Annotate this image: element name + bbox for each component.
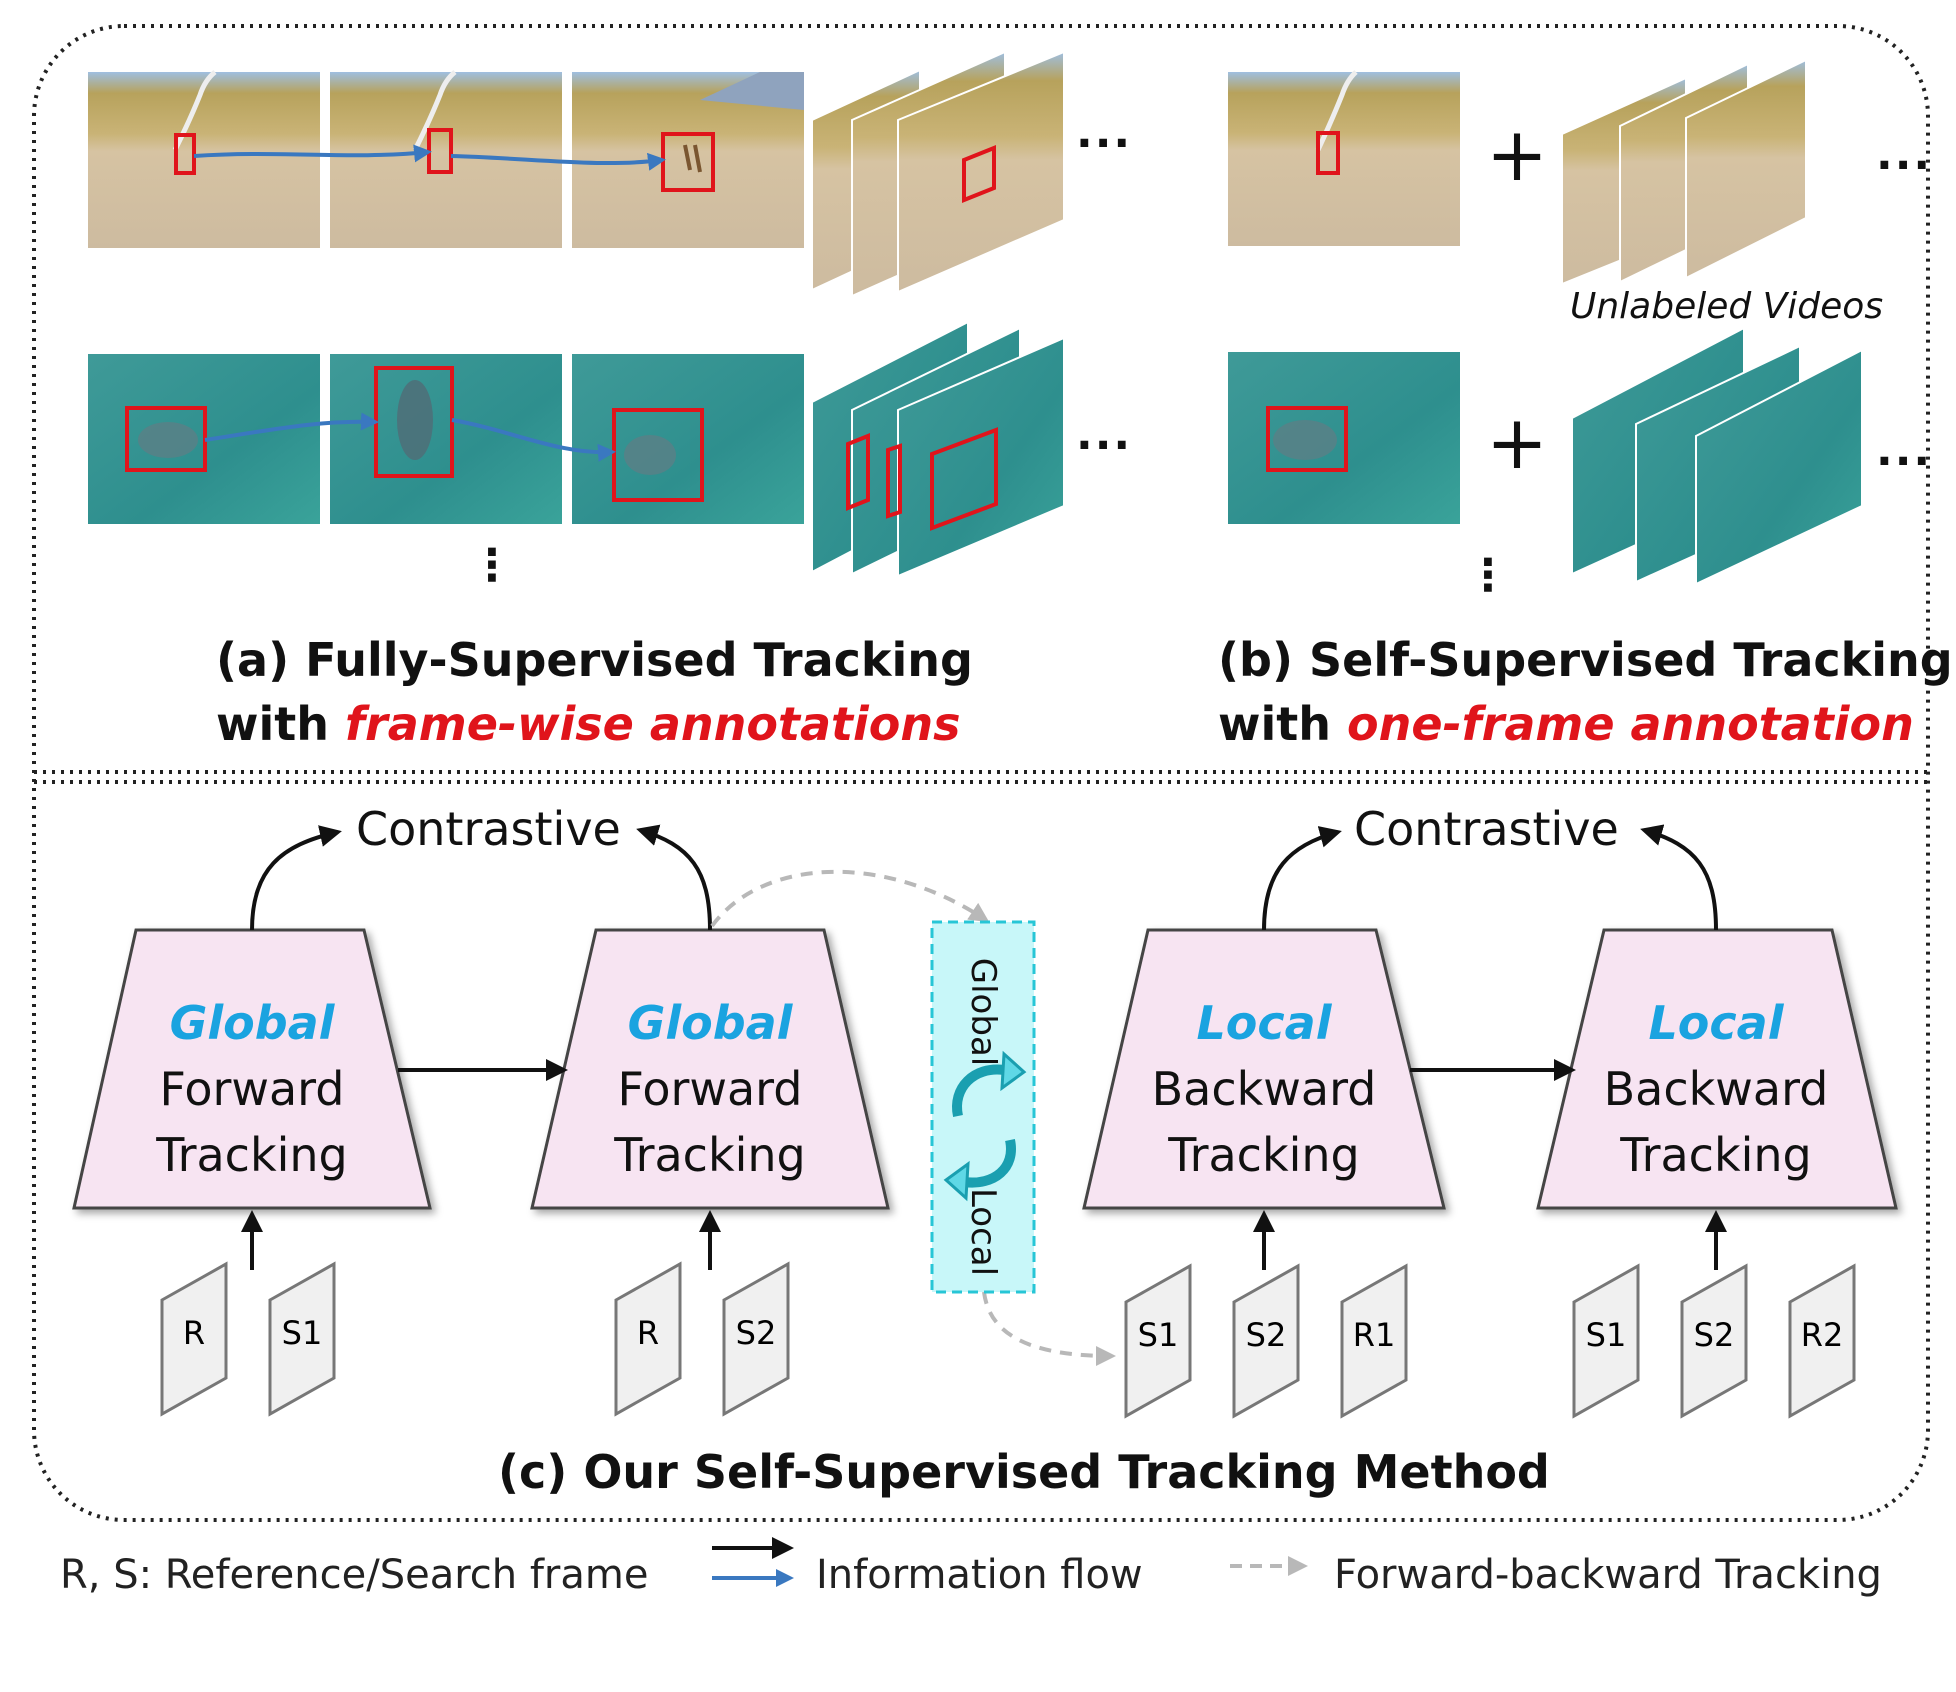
dashed-arrow-to-local <box>982 1291 1116 1366</box>
block-4-line1: Backward <box>1603 1062 1829 1116</box>
caption-a-with: with <box>216 697 330 751</box>
block-4-label: Local Backward Tracking <box>1564 990 1868 1188</box>
legend-forward-backward: Forward-backward Tracking <box>1334 1552 1882 1598</box>
frame-b1-1: S1 <box>281 1314 323 1352</box>
plus-b1: + <box>1486 112 1549 198</box>
vdots-b: ⋮ <box>1466 550 1512 601</box>
cycle-arrows-icon <box>943 1050 1027 1202</box>
caption-a-emphasis: frame-wise annotations <box>345 697 961 751</box>
frame-b3-1: S2 <box>1245 1316 1287 1354</box>
caption-b-line2: with one-frame annotation <box>1218 692 1914 756</box>
contrastive-label-right: Contrastive <box>1354 802 1619 856</box>
panel-b-desert-frames <box>1228 58 1807 286</box>
caption-a-line2: with frame-wise annotations <box>216 692 961 756</box>
frame-b2-0: R <box>636 1314 660 1352</box>
tracking-block-3 <box>1082 928 1446 1210</box>
arrow-contrastive-right-2 <box>1640 824 1718 931</box>
block-1-line1: Forward <box>159 1062 345 1116</box>
tracking-block-1 <box>72 928 432 1210</box>
frame-b4-2: R2 <box>1800 1316 1844 1354</box>
panel-a-water-frames <box>88 320 1065 578</box>
dashed-arrow-to-switch <box>710 869 990 928</box>
outer-dotted-frame <box>32 24 1930 1522</box>
switch-label-local: Local <box>963 1187 1003 1277</box>
ellipsis-b2: ··· <box>1876 436 1933 487</box>
block-3-label: Local Backward Tracking <box>1110 990 1418 1188</box>
panel-a-desert-frames <box>88 50 1065 298</box>
tracking-block-4 <box>1536 928 1898 1210</box>
block-1-label: Global Forward Tracking <box>100 990 404 1188</box>
legend-information-flow: Information flow <box>816 1552 1143 1598</box>
frame-cards <box>160 1261 1856 1419</box>
global-local-switch <box>930 920 1036 1294</box>
block-3-line2: Tracking <box>1168 1128 1360 1182</box>
block-3-line1: Backward <box>1151 1062 1377 1116</box>
block-2-line1: Forward <box>617 1062 803 1116</box>
ellipsis-a2: ··· <box>1076 420 1133 471</box>
frame-b4-1: S2 <box>1693 1316 1735 1354</box>
arrow-contrastive-left-2 <box>636 824 712 931</box>
frame-b3-0: S1 <box>1137 1316 1179 1354</box>
vdots-a: ⋮ <box>470 540 516 591</box>
ellipsis-a1: ··· <box>1076 118 1133 169</box>
plus-b2: + <box>1486 400 1549 486</box>
frame-b2-1: S2 <box>735 1314 777 1352</box>
block-3-keyword: Local <box>1196 996 1332 1050</box>
frame-b4-0: S1 <box>1585 1316 1627 1354</box>
caption-b-with: with <box>1218 697 1332 751</box>
legend-reference-search: R, S: Reference/Search frame <box>60 1552 649 1598</box>
tracking-block-2 <box>530 928 890 1210</box>
unlabeled-videos-label: Unlabeled Videos <box>1570 286 1884 327</box>
block-2-line2: Tracking <box>614 1128 806 1182</box>
frame-b3-2: R1 <box>1352 1316 1396 1354</box>
panel-b-water-frames <box>1228 326 1863 586</box>
frame-b1-0: R <box>182 1314 206 1352</box>
switch-label-global: Global <box>963 957 1003 1067</box>
caption-c: (c) Our Self-Supervised Tracking Method <box>498 1445 1550 1499</box>
contrastive-label-left: Contrastive <box>356 802 621 856</box>
block-4-keyword: Local <box>1648 996 1784 1050</box>
ellipsis-b1: ··· <box>1876 140 1933 191</box>
block-2-keyword: Global <box>627 996 793 1050</box>
caption-b-emphasis: one-frame annotation <box>1347 697 1914 751</box>
block-2-label: Global Forward Tracking <box>558 990 862 1188</box>
block-4-line2: Tracking <box>1620 1128 1812 1182</box>
block-1-line2: Tracking <box>156 1128 348 1182</box>
arrow-contrastive-right-1 <box>1262 826 1342 931</box>
block-1-keyword: Global <box>169 996 335 1050</box>
caption-b-line1: (b) Self-Supervised Tracking <box>1218 633 1953 687</box>
arrow-contrastive-left-1 <box>250 825 342 931</box>
caption-a-line1: (a) Fully-Supervised Tracking <box>216 633 973 687</box>
